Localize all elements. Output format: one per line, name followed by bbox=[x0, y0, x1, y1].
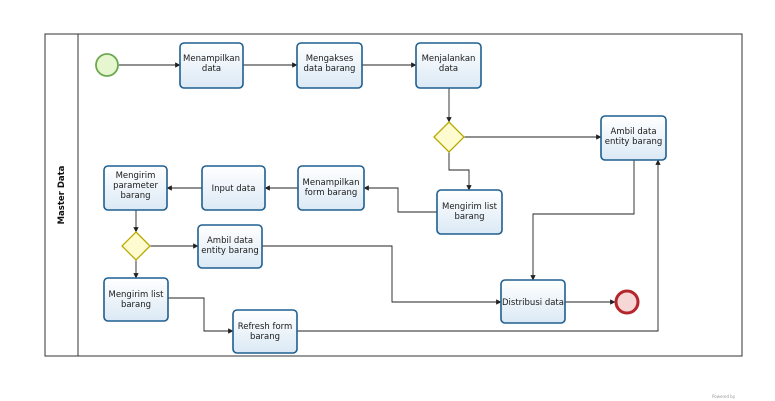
sequence-flows bbox=[119, 62, 661, 334]
powered-by-mark: Powered by bbox=[712, 394, 736, 399]
task-label-line: barang bbox=[120, 191, 150, 201]
task-label-line: parameter bbox=[113, 181, 158, 191]
flow-mengirim-list-1-to-form bbox=[363, 185, 437, 213]
task-label-line: Ambil data bbox=[207, 236, 253, 246]
end-event[interactable] bbox=[614, 289, 640, 315]
lane-title: Master Data bbox=[57, 165, 67, 224]
flow-ambil-data-1-to-distribusi bbox=[530, 160, 635, 281]
task-label-line: Distribusi data bbox=[502, 298, 564, 308]
task-label-line: Mengakses bbox=[306, 54, 354, 64]
gateway-1[interactable] bbox=[433, 121, 465, 153]
task-label-line: data bbox=[202, 64, 221, 74]
svg-text:Input data: Input data bbox=[212, 184, 256, 194]
task-label-line: data bbox=[439, 64, 458, 74]
task-label-line: Menampilkan bbox=[303, 178, 360, 188]
task-label-line: Mengirim bbox=[116, 171, 156, 181]
task-distribusi-data[interactable]: Distribusi data bbox=[500, 279, 566, 324]
task-label-line: barang bbox=[121, 300, 151, 310]
task-label-line: Mengirim list bbox=[442, 202, 498, 212]
task-label-line: Mengirim list bbox=[108, 290, 164, 300]
task-label-line: Input data bbox=[212, 184, 256, 194]
pool-border bbox=[44, 33, 743, 357]
flow-mengirim-list-2-to-refresh bbox=[168, 297, 234, 334]
pool: Master Data bbox=[44, 33, 743, 357]
flow-ambil-data-2-to-distribusi bbox=[262, 245, 502, 305]
task-label-line: form barang bbox=[305, 188, 358, 198]
task-label-line: entity barang bbox=[201, 246, 258, 256]
task-label-line: barang bbox=[454, 212, 484, 222]
task-label-line: entity barang bbox=[605, 137, 662, 147]
flow-gateway-to-mengirim-list-1 bbox=[448, 152, 472, 191]
flow-refresh-to-ambil-data-1 bbox=[297, 159, 661, 332]
task-label-line: Ambil data bbox=[610, 127, 656, 137]
task-label-line: Refresh form bbox=[238, 322, 293, 332]
task-label-line: Menjalankan bbox=[422, 54, 476, 64]
task-label-line: barang bbox=[250, 332, 280, 342]
start-event[interactable] bbox=[95, 53, 119, 77]
task-input-data[interactable]: Input data bbox=[201, 165, 266, 211]
task-label-line: Menampilkan bbox=[183, 54, 240, 64]
task-label-line: data barang bbox=[304, 64, 356, 74]
gateway-2[interactable] bbox=[121, 231, 151, 261]
svg-text:Distribusi data: Distribusi data bbox=[502, 298, 564, 308]
